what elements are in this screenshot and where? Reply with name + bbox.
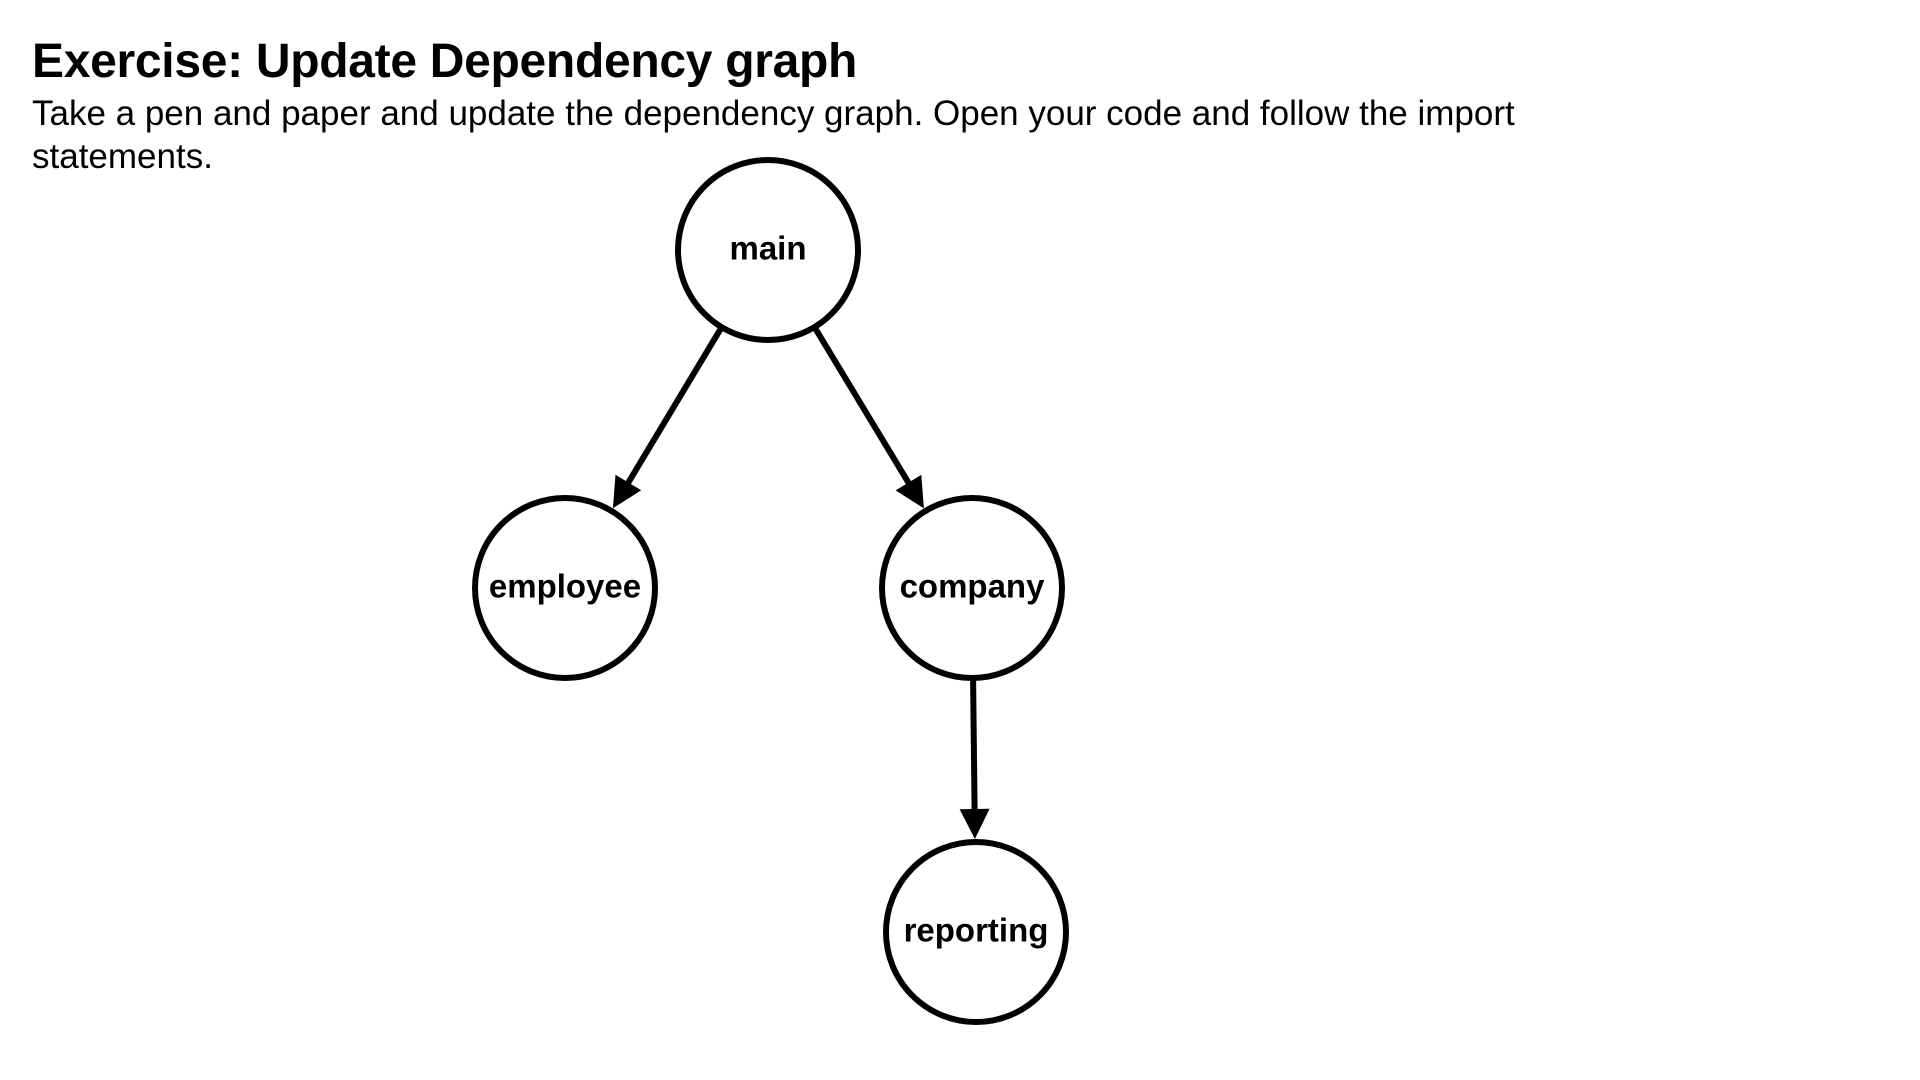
node-label: company xyxy=(900,568,1046,605)
node-reporting: reporting xyxy=(883,839,1069,1025)
arrow-line xyxy=(970,679,978,812)
arrow-line xyxy=(812,327,913,486)
slide-subtitle: Take a pen and paper and update the depe… xyxy=(32,94,1515,176)
dependency-arrow-main-to-company xyxy=(812,327,924,509)
node-circle xyxy=(472,495,658,681)
dependency-arrow-company-to-reporting xyxy=(959,679,990,839)
node-main: main xyxy=(675,157,861,343)
node-label: reporting xyxy=(904,912,1049,949)
dependency-arrow-main-to-employee xyxy=(612,327,724,509)
node-employee: employee xyxy=(472,495,658,681)
node-label: employee xyxy=(489,568,641,605)
node-circle xyxy=(883,839,1069,1025)
node-circle xyxy=(675,157,861,343)
arrowhead xyxy=(959,808,990,839)
graph-edges xyxy=(612,327,990,839)
slide-title: Exercise: Update Dependency graph xyxy=(32,35,858,88)
arrow-line xyxy=(624,327,724,486)
node-label: main xyxy=(729,230,806,267)
arrowhead xyxy=(612,474,642,509)
node-company: company xyxy=(879,495,1065,681)
node-circle xyxy=(879,495,1065,681)
graph-nodes: main employee company reporting xyxy=(472,157,1069,1025)
arrowhead xyxy=(895,474,924,509)
